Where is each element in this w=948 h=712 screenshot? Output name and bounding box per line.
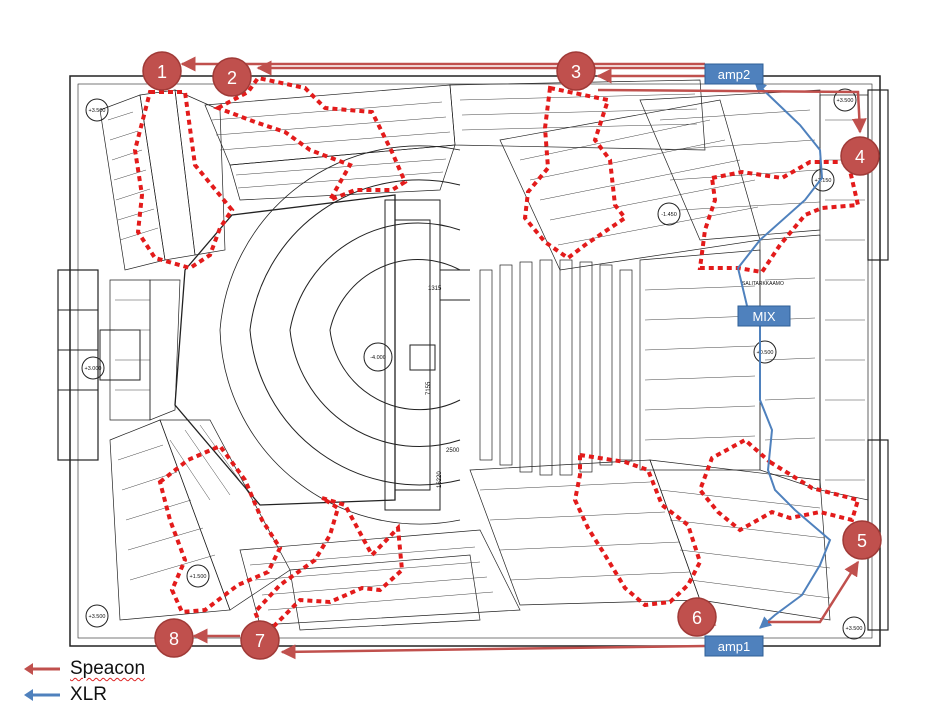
amp1-label: amp1 xyxy=(718,639,751,654)
speacon-route-amp2-speaker4 xyxy=(597,88,867,134)
svg-text:4: 4 xyxy=(855,147,865,167)
speaker-markers: 1 2 3 4 5 6 7 8 xyxy=(142,51,882,660)
zone-6 xyxy=(572,452,703,608)
zone-3 xyxy=(522,85,628,261)
mix-room-label: SALITARKKAAMO xyxy=(742,281,784,287)
speaker-marker-5: 5 xyxy=(842,520,882,560)
zone-5 xyxy=(697,437,861,533)
level-label: +0.500 xyxy=(757,350,774,356)
legend-xlr: XLR xyxy=(22,684,107,706)
legend-speacon-label: Speacon xyxy=(70,658,146,679)
amp2-label: amp2 xyxy=(718,67,751,82)
floor-plan-outline xyxy=(57,75,889,647)
level-label: +3.500 xyxy=(846,626,863,632)
level-label: -4.000 xyxy=(370,355,386,361)
amp1-box: amp1 xyxy=(704,635,764,657)
level-label: +3.500 xyxy=(89,614,106,620)
speaker-marker-1: 1 xyxy=(142,51,182,91)
level-label: +3.150 xyxy=(815,178,832,184)
amp2-box: amp2 xyxy=(704,63,764,85)
zone-1 xyxy=(132,90,235,271)
speaker-marker-7: 7 xyxy=(240,620,280,660)
zone-4 xyxy=(697,160,861,275)
level-label: +3.000 xyxy=(85,366,102,372)
svg-text:6: 6 xyxy=(692,608,702,628)
svg-text:1: 1 xyxy=(157,62,167,82)
xlr-legend-arrow-icon xyxy=(24,689,60,701)
mix-label: MIX xyxy=(752,309,775,324)
speacon-route-amp1-speaker7 xyxy=(280,644,706,660)
speaker-marker-8: 8 xyxy=(154,618,194,658)
dimension-label: 1315 xyxy=(428,286,442,292)
speaker-marker-6: 6 xyxy=(677,597,717,637)
speacon-cable-routes xyxy=(180,56,867,660)
svg-text:2: 2 xyxy=(227,68,237,88)
level-label: +3.500 xyxy=(89,108,106,114)
level-label: +1.500 xyxy=(190,574,207,580)
xlr-route-mix-amp1 xyxy=(759,326,832,629)
dimension-label: 7155 xyxy=(426,381,432,395)
zone-7 xyxy=(252,496,405,639)
zone-2 xyxy=(213,75,408,204)
dimension-label: 2500 xyxy=(446,448,460,454)
svg-text:7: 7 xyxy=(255,631,265,651)
level-label: +3.500 xyxy=(837,98,854,104)
zone-8 xyxy=(157,443,283,615)
speacon-route-amp1-speaker5 xyxy=(768,560,860,624)
svg-text:5: 5 xyxy=(857,531,867,551)
legend-xlr-label: XLR xyxy=(70,684,107,705)
svg-text:3: 3 xyxy=(571,62,581,82)
mix-box: MIX xyxy=(737,305,791,327)
xlr-cable-route xyxy=(736,81,832,629)
svg-text:8: 8 xyxy=(169,629,179,649)
speaker-marker-2: 2 xyxy=(212,57,252,97)
legend-speacon: Speacon xyxy=(22,658,145,680)
level-label: -1.450 xyxy=(661,212,677,218)
speacon-legend-arrow-icon xyxy=(24,663,60,675)
dimension-label: 16220 xyxy=(437,471,443,488)
xlr-route-amp2-mix xyxy=(736,81,824,311)
speaker-marker-4: 4 xyxy=(840,136,880,176)
speaker-coverage-zones xyxy=(132,75,861,639)
speaker-marker-3: 3 xyxy=(556,51,596,91)
